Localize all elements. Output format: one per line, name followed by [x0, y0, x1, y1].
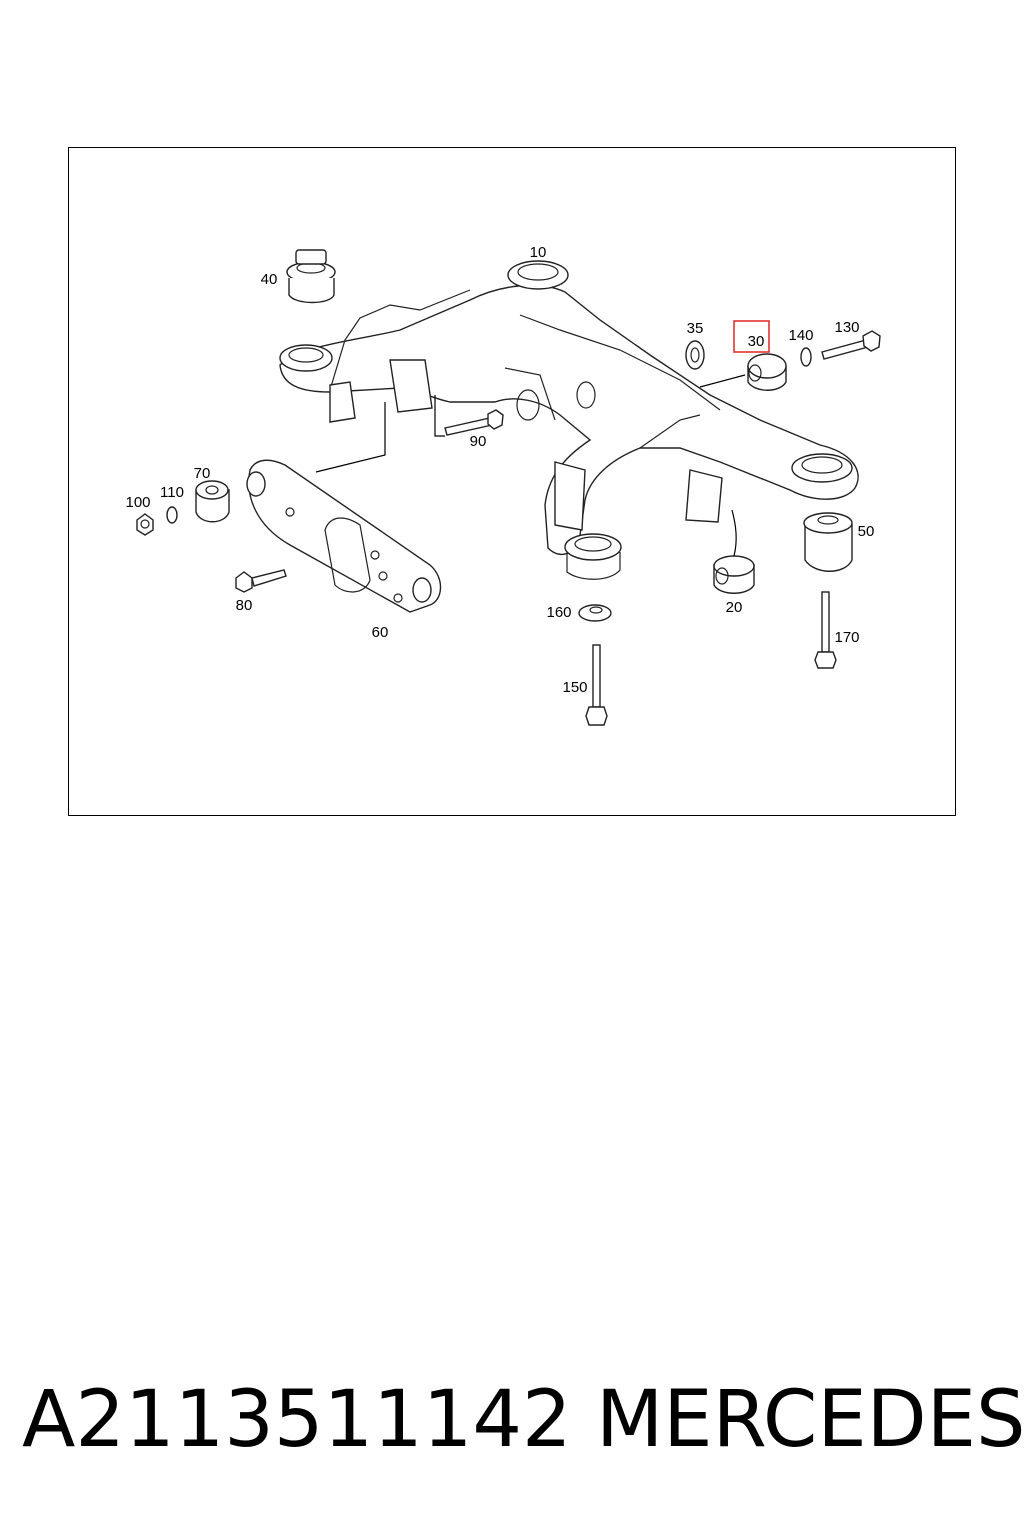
callout-170: 170: [834, 629, 859, 646]
callout-35: 35: [687, 320, 704, 337]
subframe-part-10: [279, 260, 859, 580]
callout-30: 30: [748, 333, 765, 350]
bushing-part-20: [713, 555, 755, 594]
washer-part-110: [166, 506, 178, 524]
callout-70: 70: [194, 465, 211, 482]
mount-part-160: [578, 604, 612, 622]
bolt-part-150: [585, 644, 608, 726]
bushing-part-70: [195, 480, 230, 523]
mount-bushing-part-50: [803, 512, 853, 572]
bolt-part-170: [814, 591, 837, 669]
callout-labels: 10 20 30 35 40 50 60 70 80 90 100 110 13…: [125, 244, 874, 696]
callout-50: 50: [858, 523, 875, 540]
callout-160: 160: [546, 604, 571, 621]
callout-60: 60: [372, 624, 389, 641]
callout-110: 110: [160, 484, 184, 501]
callout-90: 90: [470, 433, 487, 450]
washer-part-35: [685, 340, 705, 370]
nut-part-100: [136, 513, 154, 536]
bushing-part-30: [747, 353, 787, 391]
bolt-part-90: [444, 409, 504, 436]
brand-name: MERCEDES: [596, 1375, 1024, 1465]
footer: A2113511142 MERCEDES: [0, 1370, 1024, 1470]
callout-40: 40: [261, 271, 278, 288]
callout-20: 20: [726, 599, 743, 616]
bolt-part-80: [235, 569, 287, 593]
leader-lines: [315, 374, 746, 557]
mount-bushing-part-40: [286, 249, 336, 304]
callout-130: 130: [834, 319, 859, 336]
washer-part-140: [800, 347, 812, 367]
callout-10: 10: [530, 244, 547, 261]
part-number: A2113511142: [22, 1375, 572, 1465]
callout-80: 80: [236, 597, 253, 614]
bolt-part-130: [821, 330, 881, 360]
callout-100: 100: [125, 494, 150, 511]
highlight-box: [733, 320, 770, 353]
callout-140: 140: [788, 327, 813, 344]
callout-150: 150: [562, 679, 587, 696]
support-plate-part-60: [246, 459, 442, 613]
